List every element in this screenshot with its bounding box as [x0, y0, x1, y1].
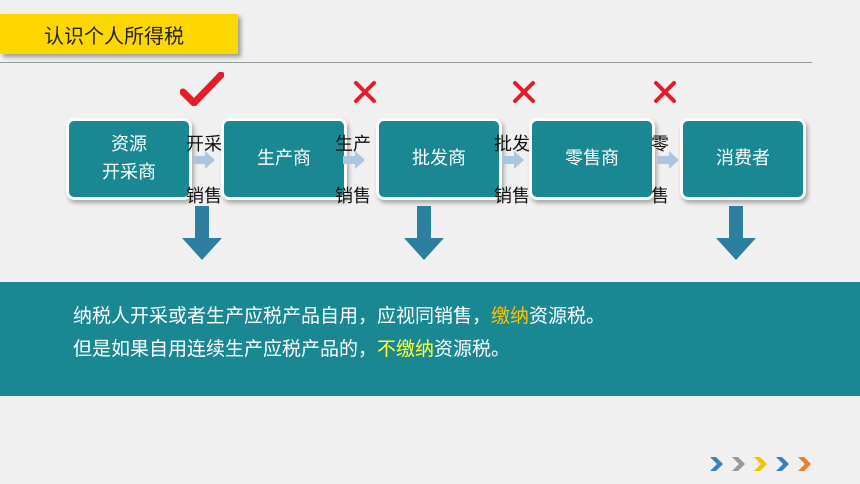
note-text: 资源税。: [434, 338, 511, 361]
chevron-right-icon: [657, 151, 679, 169]
section-title-tab: 认识个人所得税: [0, 14, 238, 54]
note-highlight: 缴纳: [491, 305, 530, 327]
box-label: 开采商: [102, 162, 156, 183]
box-label: 资源: [111, 134, 147, 156]
note-text: 纳税人开采或者生产应税产品自用，应视同销售，: [73, 305, 492, 327]
arrow-down-icon: [716, 206, 756, 260]
flow-box-mining: 资源 开采商: [66, 118, 192, 200]
box-label: 批发商: [412, 148, 466, 170]
cross-icon: [354, 81, 376, 103]
chevron-right-icon: [193, 151, 215, 169]
chevron-right-icon: [502, 151, 524, 169]
title-divider: [0, 62, 812, 63]
arrow-down-icon: [404, 206, 444, 260]
cross-icon: [513, 81, 535, 103]
step-label-top: 生产: [335, 134, 371, 155]
box-label: 生产商: [257, 148, 311, 170]
step-label-bottom: 销售: [335, 186, 371, 207]
chevron-right-icon: [754, 457, 767, 471]
section-title: 认识个人所得税: [44, 23, 184, 48]
chevron-right-icon: [710, 457, 723, 471]
flow-box-wholesaler: 批发商: [376, 118, 502, 200]
step-label-top: 批发: [494, 134, 530, 155]
flow-box-producer: 生产商: [221, 118, 347, 200]
chevron-right-icon: [798, 457, 811, 471]
step-label-bottom: 售: [651, 186, 669, 207]
box-label: 消费者: [716, 148, 770, 170]
chevron-right-icon: [343, 151, 365, 169]
step-label-top: 开采: [186, 134, 222, 155]
note-text: 资源税。: [529, 305, 606, 327]
step-label-bottom: 销售: [186, 186, 222, 207]
decorative-chevrons: [708, 456, 814, 472]
step-label-bottom: 销售: [494, 186, 530, 207]
flow-box-consumer: 消费者: [680, 118, 806, 200]
chevron-right-icon: [776, 457, 789, 471]
cross-icon: [654, 81, 676, 103]
step-label-top: 零: [651, 134, 669, 155]
note-text: 但是如果自用连续生产应税产品的，: [73, 338, 378, 361]
note-highlight: 不缴纳: [377, 338, 435, 361]
box-label: 零售商: [565, 148, 619, 170]
explanation-band: 纳税人开采或者生产应税产品自用，应视同销售，缴纳资源税。 但是如果自用连续生产应…: [0, 282, 860, 396]
explanation-line-1: 纳税人开采或者生产应税产品自用，应视同销售，缴纳资源税。: [73, 300, 860, 333]
arrow-down-icon: [182, 206, 222, 260]
check-icon: [180, 72, 224, 106]
explanation-line-2: 但是如果自用连续生产应税产品的，不缴纳资源税。: [73, 333, 860, 366]
chevron-right-icon: [732, 457, 745, 471]
flow-box-retailer: 零售商: [529, 118, 655, 200]
